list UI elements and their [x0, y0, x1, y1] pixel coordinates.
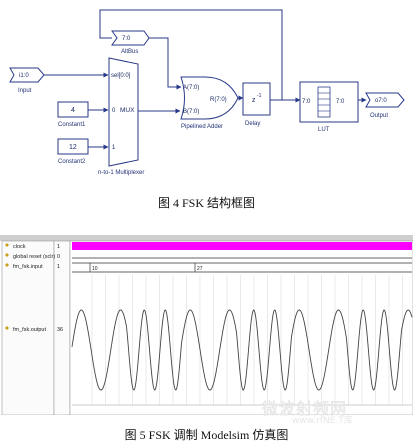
- adder-b-label: B(7:0): [183, 109, 199, 115]
- signal-reset-value: 0: [57, 254, 60, 260]
- lut-input-label: 7:0: [302, 99, 311, 105]
- mux-block[interactable]: sel[0:0] MUX 0 1 n-to-1 Multiplexer: [98, 57, 144, 176]
- delay-label: Delay: [245, 121, 260, 127]
- input-port[interactable]: i1:0 Input: [9, 67, 45, 94]
- signal-output-value: 36: [57, 327, 63, 333]
- fsk-block-diagram: i1:0 Input 4 Constant1 12 Constant2 sel[…: [9, 9, 405, 176]
- constant2-label: Constant2: [58, 159, 86, 165]
- delay-exponent: -1: [257, 93, 262, 99]
- signal-clock-name: clock: [13, 244, 26, 250]
- constant2-block[interactable]: 12 Constant2: [57, 138, 89, 165]
- constant2-value: 12: [69, 144, 77, 151]
- signal-output-name: fm_fsk.output: [13, 327, 46, 333]
- figure5-caption: 图 5 FSK 调制 Modelsim 仿真图: [124, 428, 289, 442]
- adder-a-label: A(7:0): [183, 85, 199, 91]
- mux-input0-label: 0: [112, 108, 116, 114]
- pipelined-adder-block[interactable]: A(7:0) B(7:0) R(7:0) Pipelined Adder: [180, 76, 239, 130]
- signal-input-value: 1: [57, 264, 60, 270]
- altbus-value: 7:0: [122, 36, 131, 42]
- output-label: Output: [370, 113, 388, 119]
- output-analog-trace: [71, 309, 413, 391]
- watermark-url: www.rfNE.T库: [292, 416, 353, 426]
- clock-trace: [72, 242, 412, 250]
- input-bus-value-1: 10: [92, 266, 98, 272]
- lut-label: LUT: [318, 127, 330, 133]
- signal-row-output[interactable]: fm_fsk.output 36: [5, 326, 63, 333]
- signal-reset-name: global reset (sclr): [13, 254, 55, 260]
- mux-title: MUX: [120, 107, 135, 114]
- watermark-text: 微波射频网: [262, 399, 348, 418]
- output-port[interactable]: o7:0 Output: [365, 92, 405, 119]
- waveform-grid: [91, 275, 403, 405]
- modelsim-waveform: clock 1 global reset (sclr) 0 fm_fsk.inp…: [0, 235, 413, 415]
- input-port-label: i1:0: [19, 73, 29, 79]
- output-port-label: o7:0: [375, 98, 387, 104]
- signal-input-name: fm_fsk.input: [13, 264, 43, 270]
- lut-block[interactable]: 7:0 7:0 LUT: [299, 81, 359, 133]
- signal-row-reset[interactable]: global reset (sclr) 0: [5, 253, 60, 260]
- altbus-block[interactable]: 7:0 AltBus: [111, 30, 150, 55]
- signal-clock-value: 1: [57, 244, 60, 250]
- altbus-label: AltBus: [121, 49, 138, 55]
- delay-symbol: z: [252, 97, 256, 104]
- delay-block[interactable]: z -1 Delay: [242, 82, 271, 127]
- constant1-block[interactable]: 4 Constant1: [57, 101, 89, 128]
- mux-sel-label: sel[0:0]: [111, 73, 131, 79]
- constant1-label: Constant1: [58, 122, 86, 128]
- adder-r-label: R(7:0): [210, 97, 227, 103]
- lut-output-label: 7:0: [336, 99, 345, 105]
- mux-input1-label: 1: [112, 145, 116, 151]
- input-bus-trace: 10 27: [72, 262, 412, 273]
- input-label: Input: [18, 88, 32, 94]
- figure4-caption: 图 4 FSK 结构框图: [157, 196, 255, 210]
- input-bus-value-2: 27: [197, 266, 203, 272]
- signal-row-clock[interactable]: clock 1: [5, 243, 60, 250]
- signal-row-input[interactable]: fm_fsk.input 1: [5, 263, 60, 270]
- adder-label: Pipelined Adder: [181, 124, 223, 130]
- mux-label: n-to-1 Multiplexer: [98, 170, 144, 176]
- constant1-value: 4: [71, 107, 75, 114]
